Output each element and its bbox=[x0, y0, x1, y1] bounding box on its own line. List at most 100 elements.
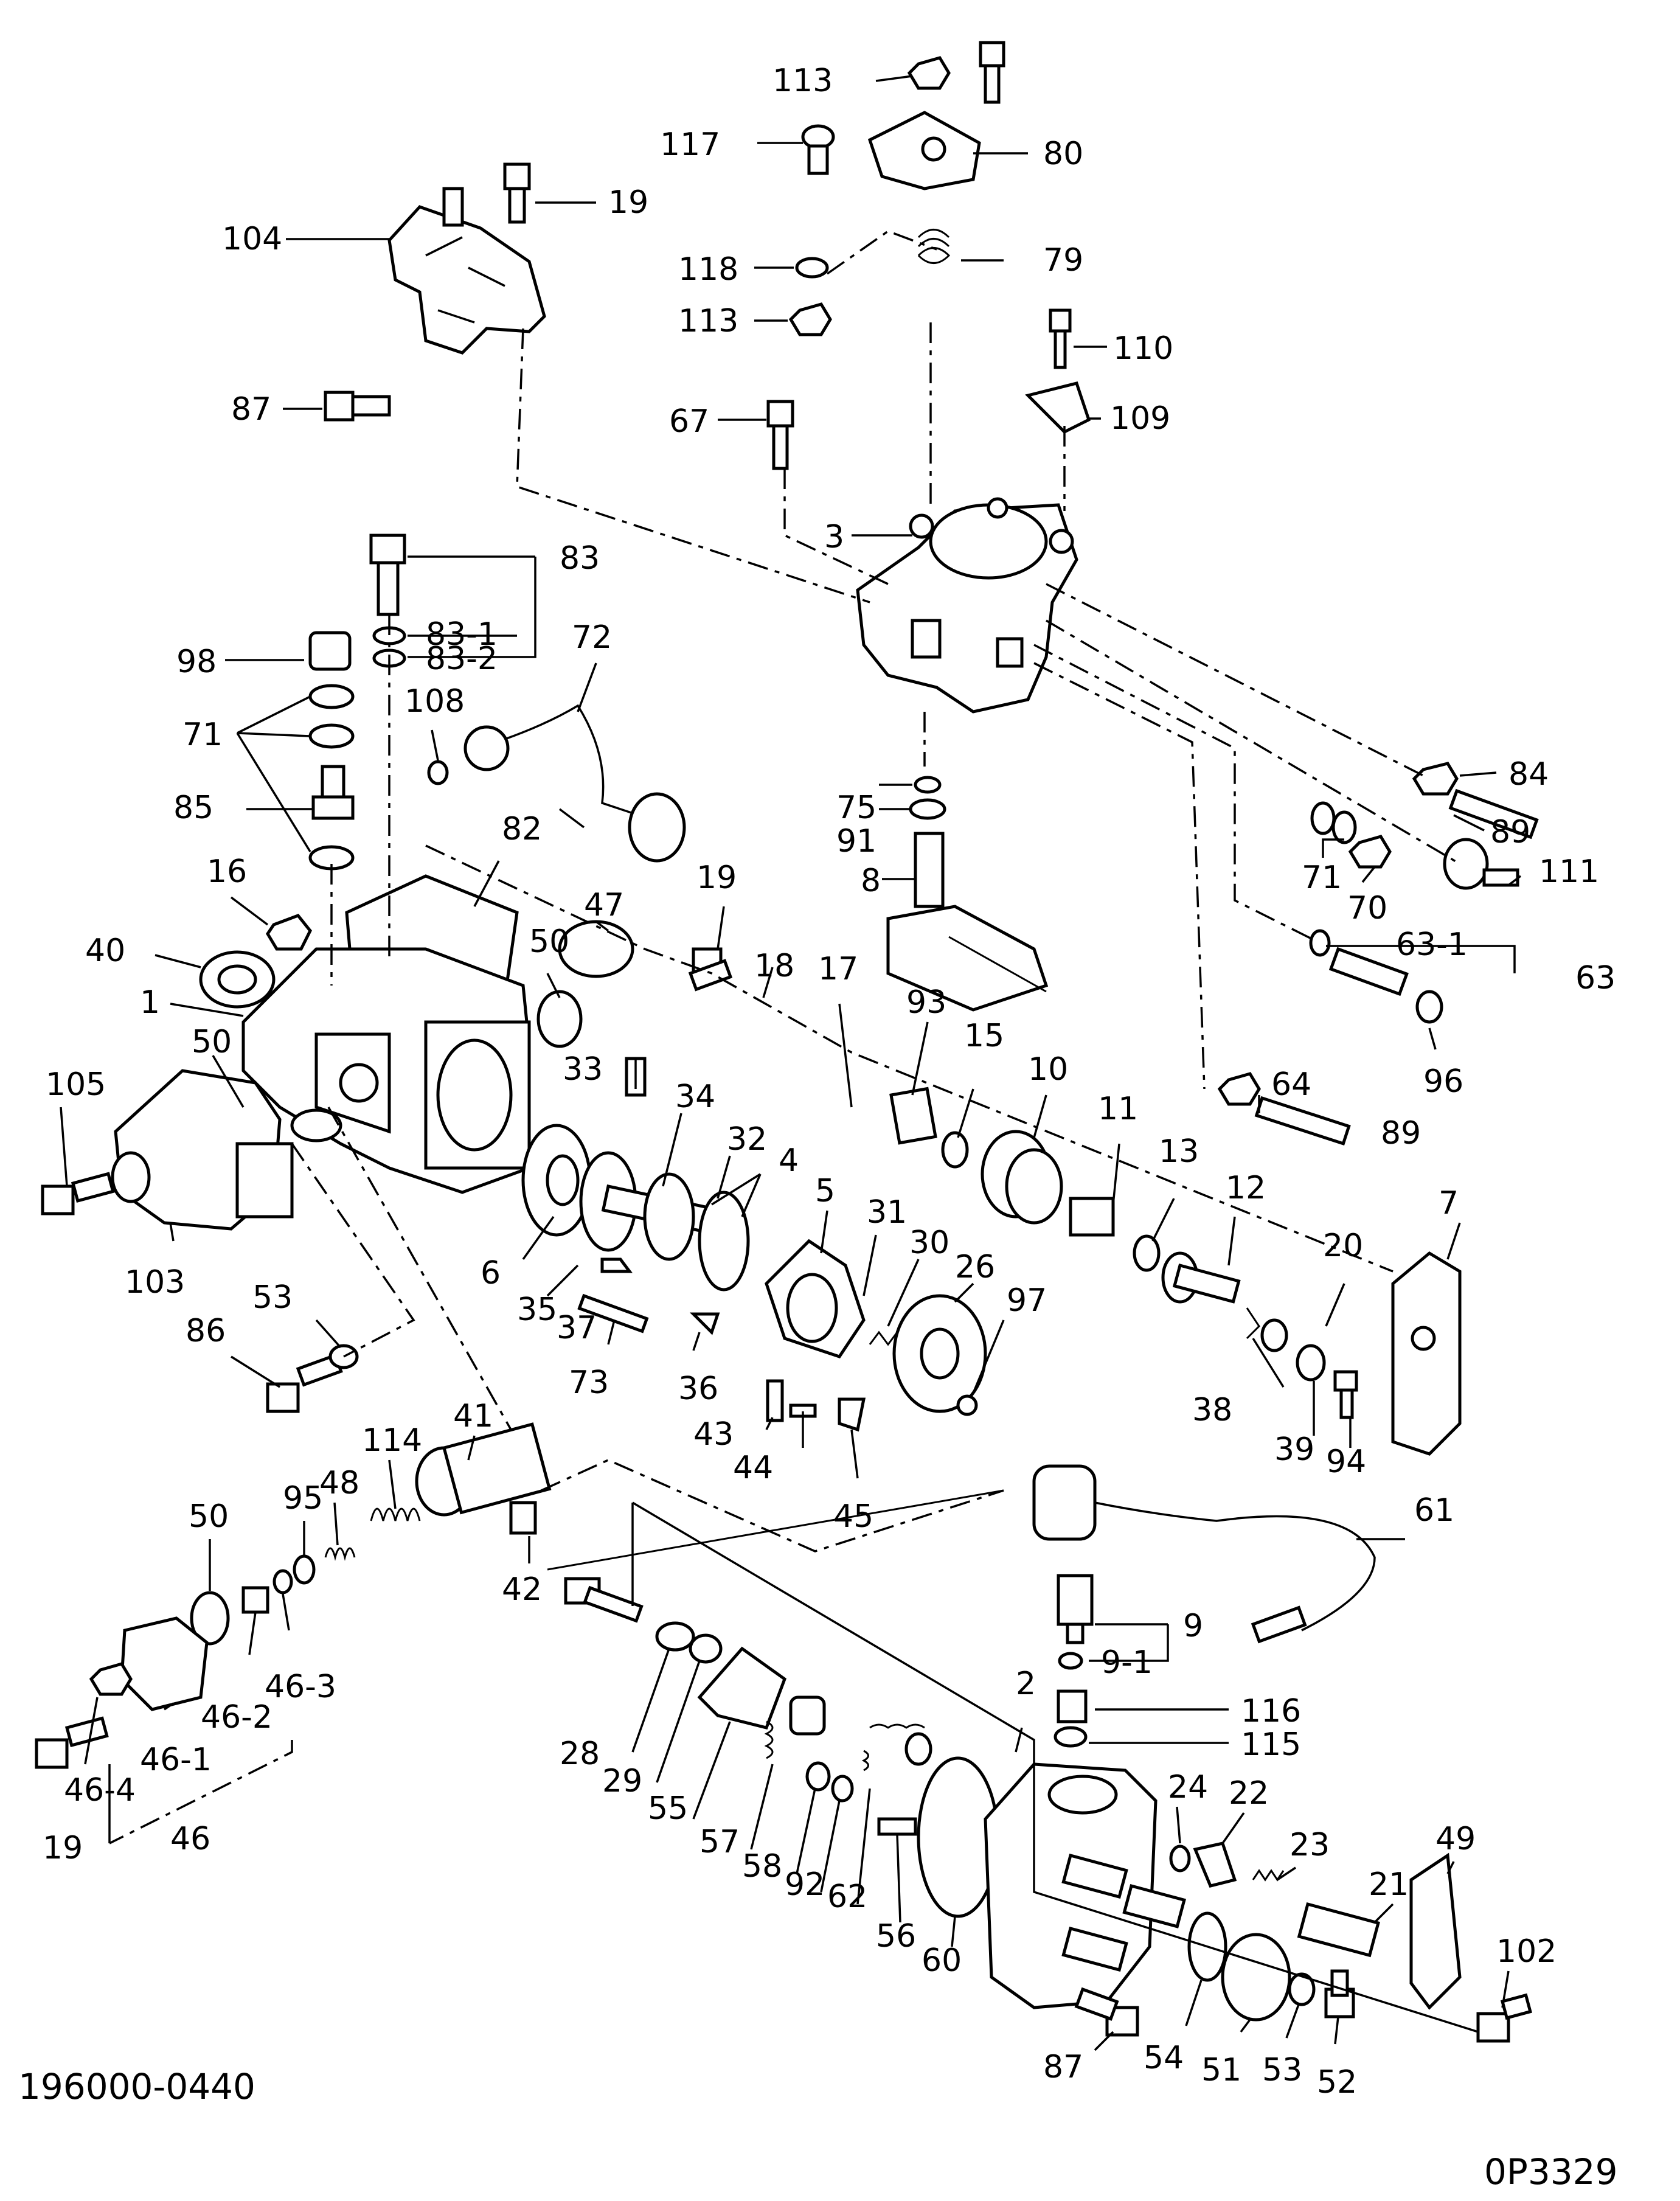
callout-57: 57 bbox=[699, 1824, 740, 1860]
callout-93: 93 bbox=[906, 984, 946, 1021]
washer-15 bbox=[941, 1131, 969, 1169]
callout-36: 36 bbox=[678, 1371, 718, 1407]
spring-upper bbox=[869, 1723, 925, 1729]
washer-71-e bbox=[1331, 810, 1357, 844]
callout-53: 53 bbox=[1262, 2052, 1302, 2088]
callout-87: 87 bbox=[1043, 2049, 1083, 2085]
callout-87: 87 bbox=[231, 391, 271, 428]
drive-shaft-34 bbox=[601, 1172, 723, 1261]
washer-28 bbox=[655, 1621, 695, 1652]
callout-64: 64 bbox=[1271, 1066, 1311, 1103]
callout-labels: 113 117 80 19 104 118 79 113 110 87 109 … bbox=[43, 63, 1616, 2101]
callout-9-1: 9-1 bbox=[1101, 1644, 1153, 1681]
bolt-67 bbox=[766, 400, 794, 470]
figure-code-label: 0P3329 bbox=[1484, 2151, 1617, 2192]
nut-16 bbox=[266, 914, 312, 951]
solenoid-61 bbox=[1032, 1464, 1376, 1644]
callout-13: 13 bbox=[1159, 1133, 1199, 1170]
cap-screw-111 bbox=[1443, 838, 1519, 890]
callout-71: 71 bbox=[1302, 860, 1342, 896]
oring-108 bbox=[427, 760, 449, 785]
callout-2: 2 bbox=[1016, 1666, 1036, 1702]
plate-49 bbox=[1409, 1852, 1462, 2010]
callout-117: 117 bbox=[660, 127, 720, 163]
plate-55 bbox=[697, 1646, 787, 1730]
nut-96 bbox=[1415, 990, 1443, 1024]
sleeve-41 bbox=[415, 1422, 552, 1517]
callout-73: 73 bbox=[569, 1365, 609, 1401]
callout-105: 105 bbox=[46, 1066, 106, 1103]
callout-39: 39 bbox=[1274, 1431, 1314, 1468]
pin-43 bbox=[766, 1379, 784, 1422]
bolt-105 bbox=[41, 1172, 115, 1215]
coupling-6 bbox=[521, 1124, 592, 1237]
callout-83: 83 bbox=[560, 540, 600, 577]
callout-118: 118 bbox=[678, 251, 738, 288]
washer-71-b bbox=[308, 723, 355, 749]
callout-26: 26 bbox=[955, 1249, 995, 1285]
callout-35: 35 bbox=[517, 1292, 557, 1328]
valve-22 bbox=[1193, 1841, 1237, 1888]
washer-13 bbox=[1133, 1234, 1161, 1272]
callout-50: 50 bbox=[192, 1024, 232, 1060]
washer-92 bbox=[831, 1775, 854, 1803]
valve-46-2 bbox=[241, 1586, 269, 1614]
nut-39 bbox=[1296, 1344, 1326, 1382]
washer-71-d bbox=[1310, 801, 1336, 835]
callout-43: 43 bbox=[693, 1416, 734, 1453]
throttle-lever bbox=[867, 111, 981, 190]
callout-6: 6 bbox=[481, 1255, 501, 1292]
oring-50-a bbox=[536, 990, 583, 1048]
callout-85: 85 bbox=[173, 790, 213, 826]
callout-46-3: 46-3 bbox=[265, 1669, 336, 1705]
callout-83-2: 83-2 bbox=[426, 641, 498, 677]
callout-92: 92 bbox=[785, 1866, 825, 1903]
callout-46-4: 46-4 bbox=[64, 1772, 136, 1809]
callout-8: 8 bbox=[861, 863, 881, 899]
callout-110: 110 bbox=[1113, 330, 1173, 367]
nut-113-lower bbox=[788, 302, 832, 336]
callout-91: 91 bbox=[836, 823, 876, 860]
washer-53-bottom bbox=[1288, 1972, 1316, 2006]
spring-62 bbox=[861, 1750, 869, 1772]
callout-89: 89 bbox=[1490, 814, 1530, 850]
key-36 bbox=[689, 1312, 720, 1335]
callout-98: 98 bbox=[176, 644, 217, 680]
callout-89: 89 bbox=[1381, 1115, 1421, 1152]
callout-108: 108 bbox=[404, 683, 465, 720]
callout-115: 115 bbox=[1241, 1726, 1301, 1763]
spring-114 bbox=[370, 1507, 421, 1521]
screw-89-b bbox=[1254, 1096, 1351, 1146]
callout-55: 55 bbox=[648, 1790, 688, 1827]
bracket-7 bbox=[1391, 1251, 1462, 1456]
callout-58: 58 bbox=[742, 1848, 782, 1885]
callout-12: 12 bbox=[1226, 1170, 1266, 1206]
callout-116: 116 bbox=[1241, 1693, 1301, 1730]
bolt-87-bottom bbox=[1074, 1987, 1139, 2037]
callout-44: 44 bbox=[733, 1450, 773, 1486]
callout-31: 31 bbox=[867, 1194, 907, 1231]
callout-3: 3 bbox=[824, 519, 844, 555]
callout-30: 30 bbox=[909, 1225, 949, 1261]
oil-seal-40 bbox=[199, 950, 276, 1009]
solenoid-valve-9 bbox=[1057, 1574, 1094, 1644]
nut-97 bbox=[956, 1394, 978, 1416]
clip-45 bbox=[838, 1397, 866, 1432]
oring-9-1 bbox=[1058, 1652, 1083, 1670]
spring-48 bbox=[324, 1547, 356, 1561]
sleeve bbox=[789, 1695, 826, 1736]
bolt-small-top bbox=[979, 41, 1005, 104]
callout-50: 50 bbox=[529, 923, 569, 960]
adjust-screw-63 bbox=[1328, 947, 1409, 996]
nut-70 bbox=[1348, 835, 1392, 869]
callout-48: 48 bbox=[319, 1465, 359, 1501]
clip-38 bbox=[1246, 1307, 1260, 1340]
sensor-harness-72 bbox=[463, 704, 686, 863]
callout-7: 7 bbox=[1439, 1185, 1459, 1222]
callout-95: 95 bbox=[283, 1480, 323, 1517]
nut-84 bbox=[1412, 762, 1459, 796]
clip-109 bbox=[1025, 381, 1091, 434]
callout-52: 52 bbox=[1317, 2064, 1357, 2101]
oring-50-c bbox=[190, 1591, 230, 1646]
delivery-holder-21 bbox=[1297, 1902, 1380, 1958]
